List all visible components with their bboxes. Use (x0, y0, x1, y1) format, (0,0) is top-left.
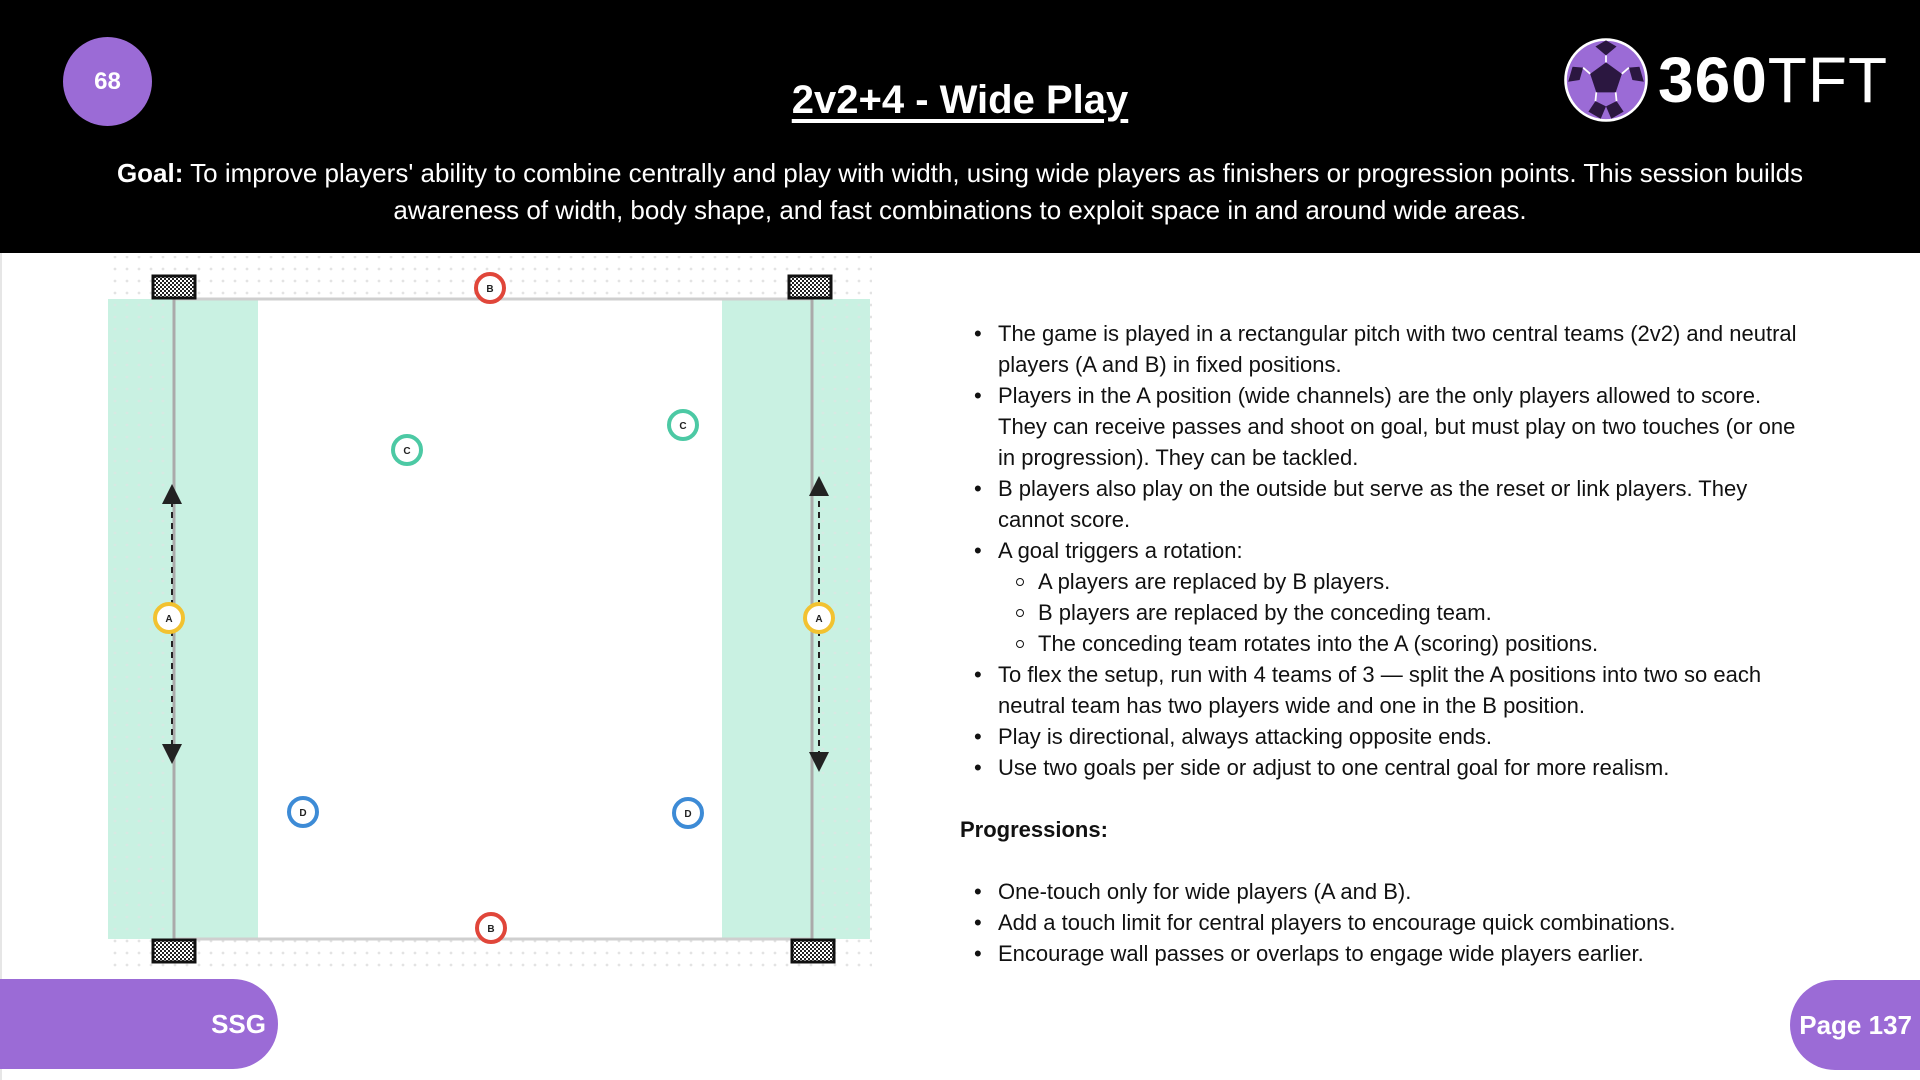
page-title: 2v2+4 - Wide Play (791, 78, 1129, 122)
goal-icon (790, 938, 836, 964)
rule-item: Play is directional, always attacking op… (960, 721, 1810, 752)
goal-icon (151, 274, 197, 300)
page-left-border (0, 253, 2, 1080)
player-c-right: C (667, 409, 699, 441)
session-description: The game is played in a rectangular pitc… (960, 318, 1810, 969)
rules-list: The game is played in a rectangular pitc… (960, 318, 1810, 783)
category-tab: SSG (0, 979, 278, 1069)
rule-item: Players in the A position (wide channels… (960, 380, 1810, 473)
player-label: D (684, 809, 691, 820)
rule-item: B players also play on the outside but s… (960, 473, 1810, 535)
player-c-left: C (391, 434, 423, 466)
player-label: A (815, 614, 822, 625)
rule-subitem: The conceding team rotates into the A (s… (960, 628, 1810, 659)
rule-item: A goal triggers a rotation: (960, 535, 1810, 566)
player-d-right: D (672, 797, 704, 829)
session-number-badge: 68 (63, 37, 152, 126)
player-label: D (299, 808, 306, 819)
player-label: B (487, 924, 494, 935)
player-a-left: A (153, 602, 185, 634)
goal-label: Goal: (116, 158, 184, 188)
brand-wordmark: 360TFT (1658, 44, 1889, 116)
player-label: B (486, 284, 493, 295)
goal-icon (151, 938, 197, 964)
player-label: C (403, 446, 410, 457)
rule-subitem: B players are replaced by the conceding … (960, 597, 1810, 628)
progression-item: One-touch only for wide players (A and B… (960, 876, 1810, 907)
rule-item: To flex the setup, run with 4 teams of 3… (960, 659, 1810, 721)
soccer-ball-icon (1564, 38, 1648, 122)
rule-item: The game is played in a rectangular pitc… (960, 318, 1810, 380)
player-d-left: D (287, 796, 319, 828)
brand-logo: 360TFT (1562, 36, 1888, 124)
pitch-diagram: B B C C A A D D (108, 256, 872, 972)
goal-icon (787, 274, 833, 300)
progressions-heading: Progressions: (960, 817, 1108, 842)
player-b-top: B (474, 272, 506, 304)
rule-subitem: A players are replaced by B players. (960, 566, 1810, 597)
player-label: A (165, 614, 172, 625)
player-a-right: A (803, 602, 835, 634)
progressions-list: One-touch only for wide players (A and B… (960, 876, 1810, 969)
session-goal: Goal: To improve players' ability to com… (110, 155, 1810, 229)
progression-item: Encourage wall passes or overlaps to eng… (960, 938, 1810, 969)
progression-item: Add a touch limit for central players to… (960, 907, 1810, 938)
page-number-tab: Page 137 (1790, 980, 1920, 1070)
player-b-bottom: B (475, 912, 507, 944)
goal-text: To improve players' ability to combine c… (183, 158, 1804, 225)
rule-item: Use two goals per side or adjust to one … (960, 752, 1810, 783)
header-bar: 68 2v2+4 - Wide Play 360TFT Goal: To imp… (0, 0, 1920, 253)
player-label: C (679, 421, 686, 432)
